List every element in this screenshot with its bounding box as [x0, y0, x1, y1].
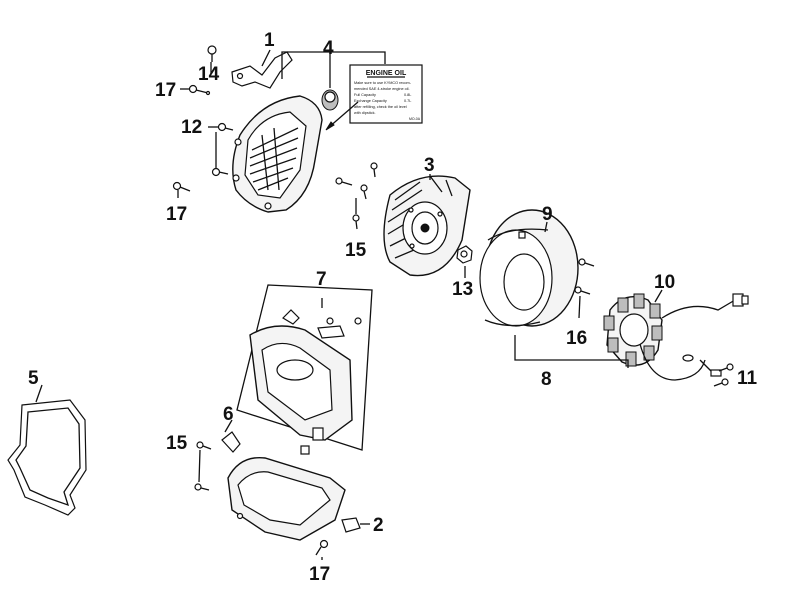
part-9-flywheel — [479, 209, 579, 327]
fan-cover — [232, 95, 323, 213]
callout-17-bottom: 17 — [309, 564, 330, 585]
part-11-bolts — [713, 363, 734, 387]
engine-oil-label-line5: after refilling, check the oil level — [354, 105, 407, 109]
part-7-shroud — [249, 325, 353, 455]
callout-9: 9 — [542, 204, 553, 225]
callout-12: 12 — [181, 117, 202, 138]
part-4-oil-cap — [321, 89, 339, 111]
callout-10: 10 — [654, 272, 675, 293]
part-13-nut — [456, 245, 473, 264]
part-7-group-box — [236, 284, 373, 451]
engine-oil-label-title: ENGINE OIL — [366, 70, 407, 77]
engine-oil-label-line4-left: Exchange Capacity — [354, 99, 387, 103]
stator-coils — [603, 293, 663, 367]
callout-4: 4 — [323, 38, 334, 59]
callout-15-upper: 15 — [345, 240, 367, 261]
part-5-gasket — [7, 399, 87, 516]
part-6-lower-shroud — [221, 431, 346, 541]
callout-11: 11 — [737, 368, 758, 389]
part-1-bracket — [231, 51, 293, 89]
part-17-bolt-mid — [172, 181, 191, 192]
callout-bracket-8 — [514, 335, 629, 368]
part-12-bolts — [211, 122, 234, 177]
part-15-bolts-fan — [335, 162, 378, 230]
part-15-bolts-lower — [194, 441, 212, 491]
part-14-bolt — [207, 45, 217, 62]
callout-numbers: 1 2 3 4 5 6 7 8 9 10 11 12 13 14 15 15 1… — [28, 30, 758, 585]
fan-cover-grille — [249, 127, 299, 191]
engine-oil-label-line1: Make sure to use KYMCO recom- — [354, 81, 412, 85]
callout-1: 1 — [264, 30, 275, 51]
cooling-fan-blades — [387, 175, 453, 259]
part-3-cooling-fan — [383, 175, 471, 277]
callout-17-mid: 17 — [166, 204, 187, 225]
callout-14: 14 — [198, 64, 220, 85]
engine-oil-label-code: MO-0A — [409, 117, 421, 121]
callout-5: 5 — [28, 368, 39, 389]
callout-15-lower: 15 — [166, 433, 188, 454]
engine-oil-label-line6: with dipstick. — [354, 111, 376, 115]
engine-oil-label: ENGINE OIL Make sure to use KYMCO recom-… — [349, 64, 423, 124]
part-16-bolts — [574, 258, 595, 295]
callout-7: 7 — [316, 269, 327, 290]
callout-13: 13 — [452, 279, 473, 300]
callout-17-top: 17 — [155, 80, 176, 101]
callout-bracket-4 — [281, 51, 386, 79]
engine-oil-label-line2: mended SAE 4-stroke engine oil. — [354, 87, 410, 91]
leader-lines — [35, 49, 663, 560]
engine-oil-label-line4-right: 0.7L — [404, 99, 411, 103]
callout-2: 2 — [373, 515, 384, 536]
callout-16: 16 — [566, 328, 587, 349]
callout-3: 3 — [424, 155, 435, 176]
callout-8: 8 — [541, 369, 552, 390]
part-10-stator — [603, 293, 749, 381]
engine-oil-label-line3-left: Full Capacity — [354, 93, 376, 97]
part-7-clip — [282, 309, 362, 339]
part-17-bolt-bottom — [315, 539, 329, 556]
engine-oil-label-line3-right: 0.8L — [404, 93, 411, 97]
label-pointer-arrowhead — [325, 121, 335, 131]
part-17-bolt-top — [188, 84, 211, 96]
part-2-clip — [341, 517, 361, 533]
callout-6: 6 — [223, 404, 234, 425]
